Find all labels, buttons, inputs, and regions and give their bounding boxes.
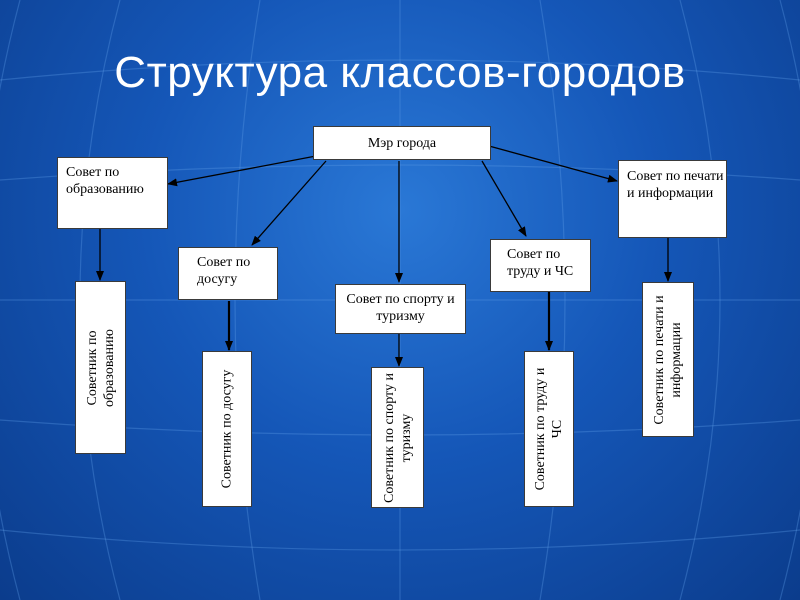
leisure-council-label: Совет по досугу [197, 255, 251, 287]
press-council-label: Совет по печати и информации [627, 169, 724, 201]
arrow-mayor-to-press [488, 145, 618, 183]
education-council-label: Совет по образованию [66, 165, 144, 197]
mayor-label: Мэр города [367, 136, 437, 151]
mayor-box: Мэр города [313, 126, 491, 160]
labor-advisor-label: Советник по труду и ЧС [533, 367, 565, 491]
education-council-box: Совет по образованию [57, 157, 168, 229]
leisure-advisor-label: Советник по досугу [219, 369, 235, 489]
sport-advisor-box: Советник по спорту и туризму [371, 367, 424, 508]
education-advisor-box: Советник по образованию [75, 281, 126, 454]
education-advisor-label: Советник по образованию [84, 328, 117, 407]
labor-council-box: Совет по труду и ЧС [490, 239, 591, 292]
labor-advisor-box: Советник по труду и ЧС [524, 351, 574, 507]
arrow-mayor-to-education [167, 155, 317, 187]
labor-council-label: Совет по труду и ЧС [507, 247, 574, 279]
sport-advisor-label: Советник по спорту и туризму [381, 372, 414, 503]
press-advisor-box: Советник по печати и информации [642, 282, 694, 437]
leisure-council-box: Совет по досугу [178, 247, 278, 300]
press-advisor-label: Советник по печати и информации [652, 294, 684, 425]
arrow-mayor-to-leisure [251, 160, 327, 246]
sport-council-label: Совет по спорту и туризму [346, 292, 455, 324]
page-title: Структура классов-городов [114, 48, 686, 97]
leisure-advisor-box: Советник по досугу [202, 351, 252, 507]
arrow-mayor-to-labor [481, 160, 527, 237]
press-council-box: Совет по печати и информации [618, 160, 727, 238]
sport-council-box: Совет по спорту и туризму [335, 284, 466, 334]
